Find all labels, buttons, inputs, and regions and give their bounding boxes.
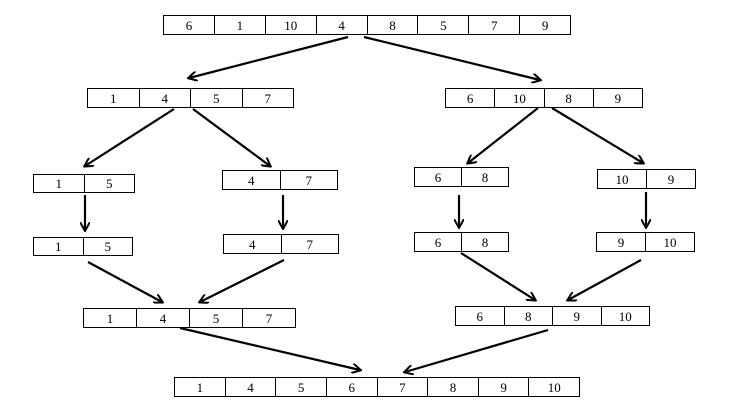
array-cell: 9 — [592, 89, 642, 107]
array-cell: 4 — [224, 378, 276, 396]
array-cell: 5 — [417, 16, 468, 34]
array-cell: 6 — [185, 17, 193, 33]
array-cell: 9 — [617, 234, 625, 250]
array-cell: 8 — [543, 89, 593, 107]
array-cell: 6 — [325, 378, 377, 396]
arrow-split-right-to-pair-c — [468, 107, 539, 163]
array-cell: 10 — [615, 171, 629, 187]
array-cell: 8 — [503, 307, 553, 325]
array-cell: 4 — [248, 172, 255, 188]
arrow-sorted-b-to-merged-left — [200, 259, 285, 302]
arrow-split-right-to-pair-d — [551, 107, 643, 163]
array-cell: 10 — [645, 233, 694, 251]
array-cell: 1 — [213, 16, 265, 34]
array-cell: 6 — [476, 308, 484, 324]
array-cell: 7 — [279, 171, 338, 189]
arrow-merged-left-to-final — [179, 326, 360, 370]
array-cell: 10 — [264, 16, 316, 34]
array-cell: 1 — [196, 379, 204, 395]
array-cell: 9 — [646, 170, 695, 188]
array-cell: 10 — [600, 307, 650, 325]
array-cell: 4 — [249, 236, 256, 252]
array-cell: 1 — [110, 90, 117, 106]
arrow-sorted-d-to-merged-right — [568, 259, 642, 300]
array-cell: 7 — [280, 235, 339, 253]
array-cell: 5 — [83, 175, 135, 192]
array-cell: 7 — [241, 89, 294, 107]
array-cell: 4 — [136, 309, 189, 327]
array-cell: 8 — [427, 378, 478, 396]
arrow-sorted-a-to-merged-left — [87, 261, 162, 302]
array-cell: 7 — [468, 16, 519, 34]
array-cell: 1 — [106, 310, 114, 326]
array-cell: 6 — [466, 90, 474, 106]
array-cell: 1 — [55, 176, 63, 191]
array-cell: 9 — [477, 378, 529, 396]
array-cell: 5 — [275, 378, 326, 396]
array-cell: 1 — [55, 239, 62, 254]
array-cell: 9 — [519, 16, 570, 34]
array-cell: 6 — [434, 169, 442, 185]
arrow-initial-to-split-right — [363, 35, 540, 80]
arrow-merged-right-to-final — [405, 328, 549, 372]
array-cell: 10 — [494, 89, 543, 107]
array-cell: 8 — [461, 233, 508, 251]
array-sorted-d: 9 10 — [596, 232, 695, 252]
arrow-initial-to-split-left — [189, 35, 349, 78]
array-cell: 5 — [189, 309, 242, 327]
array-cell: 4 — [138, 89, 191, 107]
array-cell: 8 — [461, 168, 508, 186]
arrow-split-left-to-pair-a — [85, 108, 175, 166]
arrow-sorted-c-to-merged-right — [460, 252, 535, 300]
array-cell: 6 — [434, 234, 442, 250]
arrow-split-left-to-pair-b — [192, 108, 270, 166]
array-cell: 8 — [366, 16, 418, 34]
array-pair-d: 10 9 — [597, 169, 696, 189]
array-cell: 10 — [528, 378, 579, 396]
array-cell: 5 — [82, 238, 133, 255]
array-cell: 9 — [552, 307, 601, 325]
array-cell: 7 — [376, 378, 428, 396]
array-cell: 4 — [315, 16, 367, 34]
array-cell: 7 — [242, 309, 295, 327]
array-cell: 5 — [190, 89, 242, 107]
